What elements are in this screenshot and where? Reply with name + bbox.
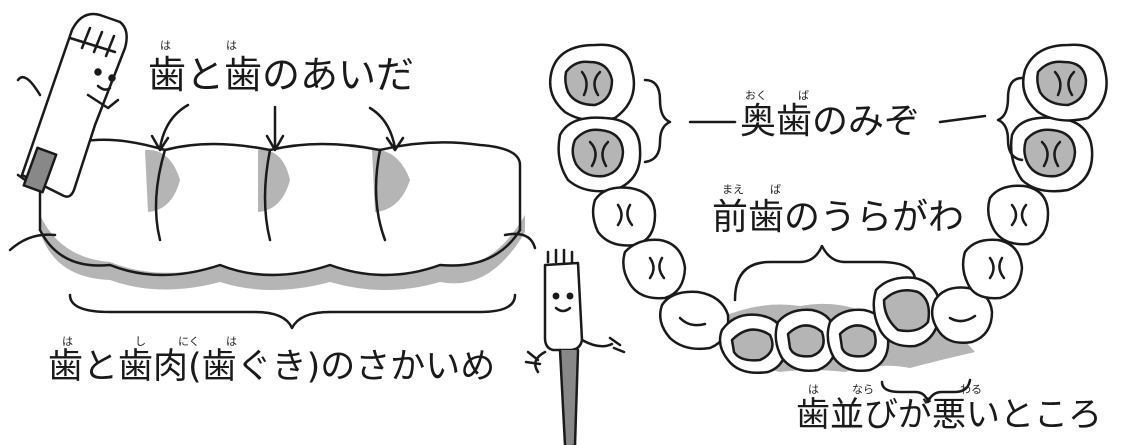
molar-brace-right xyxy=(996,76,1024,162)
ruby-gumline-2: し xyxy=(135,335,146,348)
ruby-front-1: まえ xyxy=(722,183,744,196)
ruby-crowded-3: わる xyxy=(960,383,982,396)
label-crowded-teeth: 歯並びが悪いところ xyxy=(796,395,1102,435)
arrow-2 xyxy=(265,105,285,152)
molar-brace-left xyxy=(643,78,672,164)
arrow-3 xyxy=(368,106,405,152)
ruby-gumline-1: は xyxy=(62,335,73,348)
gum-line-left xyxy=(8,233,57,252)
gumline-brace xyxy=(68,293,517,330)
toothbrush-character-icon xyxy=(16,12,128,198)
ruby-gumline-4: は xyxy=(226,335,237,348)
canine-right xyxy=(930,286,994,344)
tooth-bottom xyxy=(38,228,522,277)
ruby-front-2: ば xyxy=(770,183,781,196)
label-front-teeth-back: 前歯のうらがわ xyxy=(712,197,965,238)
premolar-right-1 xyxy=(986,184,1050,246)
premolar-left-2 xyxy=(622,238,687,300)
molar-left-1 xyxy=(548,43,636,122)
toothbrush-mascot-icon xyxy=(524,248,626,445)
premolar-left-1 xyxy=(591,186,657,247)
canine-left xyxy=(659,290,730,351)
premolar-right-2 xyxy=(961,238,1024,300)
ruby-molar-1: おく xyxy=(745,89,767,102)
arrow-1 xyxy=(150,103,190,152)
label-molar-grooves: 奥歯のみぞ xyxy=(740,101,921,142)
label-between-teeth: 歯と歯のあいだ xyxy=(148,53,415,97)
gum-line-right xyxy=(503,232,537,250)
incisor-crowded xyxy=(872,276,942,348)
incisor-3 xyxy=(826,308,890,372)
ruby-between-2: は xyxy=(226,39,237,52)
front-teeth-brace xyxy=(733,244,917,302)
label-gumline: 歯と歯肉(歯ぐき)のさかいめ xyxy=(48,347,496,387)
ruby-between-1: は xyxy=(160,39,171,52)
ruby-crowded-2: なら xyxy=(852,383,874,396)
gum-line-shadow xyxy=(40,215,525,290)
gap-shade-left xyxy=(145,149,410,212)
crowded-brace xyxy=(880,378,972,404)
incisor-2 xyxy=(774,308,838,372)
molar-right-1 xyxy=(1021,43,1108,122)
ruby-molar-2: ば xyxy=(798,89,809,102)
pointer-line-right xyxy=(938,114,987,124)
molar-left-2 xyxy=(557,116,642,193)
molar-right-2 xyxy=(1009,116,1094,193)
ruby-crowded-1: は xyxy=(808,383,819,396)
ruby-gumline-3: にく xyxy=(178,335,200,348)
